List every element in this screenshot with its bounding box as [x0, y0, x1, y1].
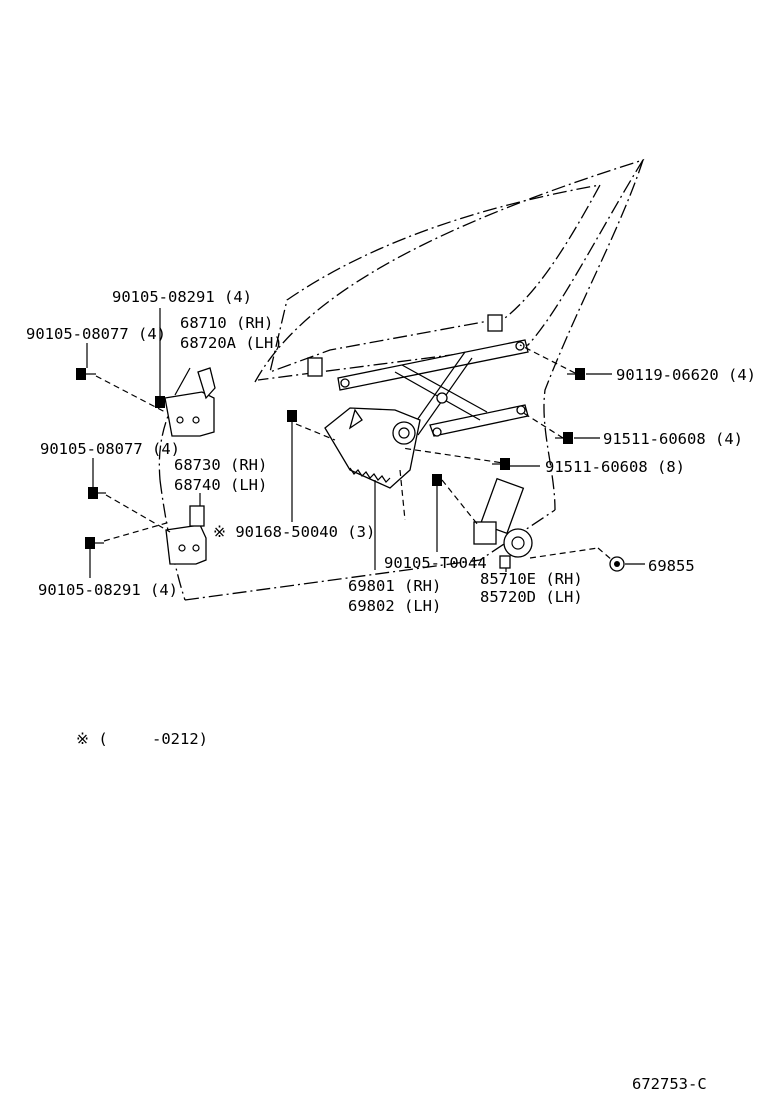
clip-icon: [609, 556, 625, 572]
label-69801: 69801 (RH): [348, 577, 441, 595]
bolt-icon: [432, 474, 442, 492]
bolt-icon: [85, 537, 104, 549]
footnote-mark: ※ (: [76, 730, 108, 748]
bolt-icon: [492, 458, 510, 470]
leader-lines-dashed: [95, 344, 613, 561]
label-90105-08291-top: 90105-08291 (4): [112, 288, 252, 306]
lower-door-hinge: [165, 505, 207, 565]
label-90105-t0044: 90105-T0044: [384, 554, 487, 572]
label-90105-08077-top: 90105-08077 (4): [26, 325, 166, 343]
label-91511-60608-b: 91511-60608 (8): [545, 458, 685, 476]
bolt-icon: [155, 388, 165, 408]
upper-door-hinge: [164, 367, 216, 437]
label-69855: 69855: [648, 557, 695, 575]
label-68740: 68740 (LH): [174, 476, 267, 494]
window-regulator-assembly: [324, 339, 529, 489]
bolt-icon: [88, 487, 106, 499]
label-90105-08077-mid: 90105-08077 (4): [40, 440, 180, 458]
bolt-icon: [76, 368, 96, 380]
label-91511-60608-a: 91511-60608 (4): [603, 430, 743, 448]
bolt-icon: [287, 410, 297, 430]
bolt-icon: [567, 368, 585, 380]
label-85720d: 85720D (LH): [480, 588, 583, 606]
bolt-icon: [555, 432, 573, 444]
label-68720a: 68720A (LH): [180, 334, 283, 352]
power-window-motor: [473, 477, 533, 569]
diagram-id: 672753-C: [632, 1075, 707, 1093]
label-90105-08291-bot: 90105-08291 (4): [38, 581, 178, 599]
label-85710e: 85710E (RH): [480, 570, 583, 588]
label-69802: 69802 (LH): [348, 597, 441, 615]
label-68710: 68710 (RH): [180, 314, 273, 332]
part-labels: 90105-08291 (4) 68710 (RH) 68720A (LH) 9…: [26, 288, 756, 1093]
leader-lines-solid: [86, 308, 645, 578]
label-90168-50040: ※ 90168-50040 (3): [213, 523, 375, 541]
footnote-range: -0212): [152, 730, 208, 748]
label-90119-06620: 90119-06620 (4): [616, 366, 756, 384]
bolts: [76, 368, 625, 572]
glass-bracket: [307, 314, 503, 377]
label-68730: 68730 (RH): [174, 456, 267, 474]
